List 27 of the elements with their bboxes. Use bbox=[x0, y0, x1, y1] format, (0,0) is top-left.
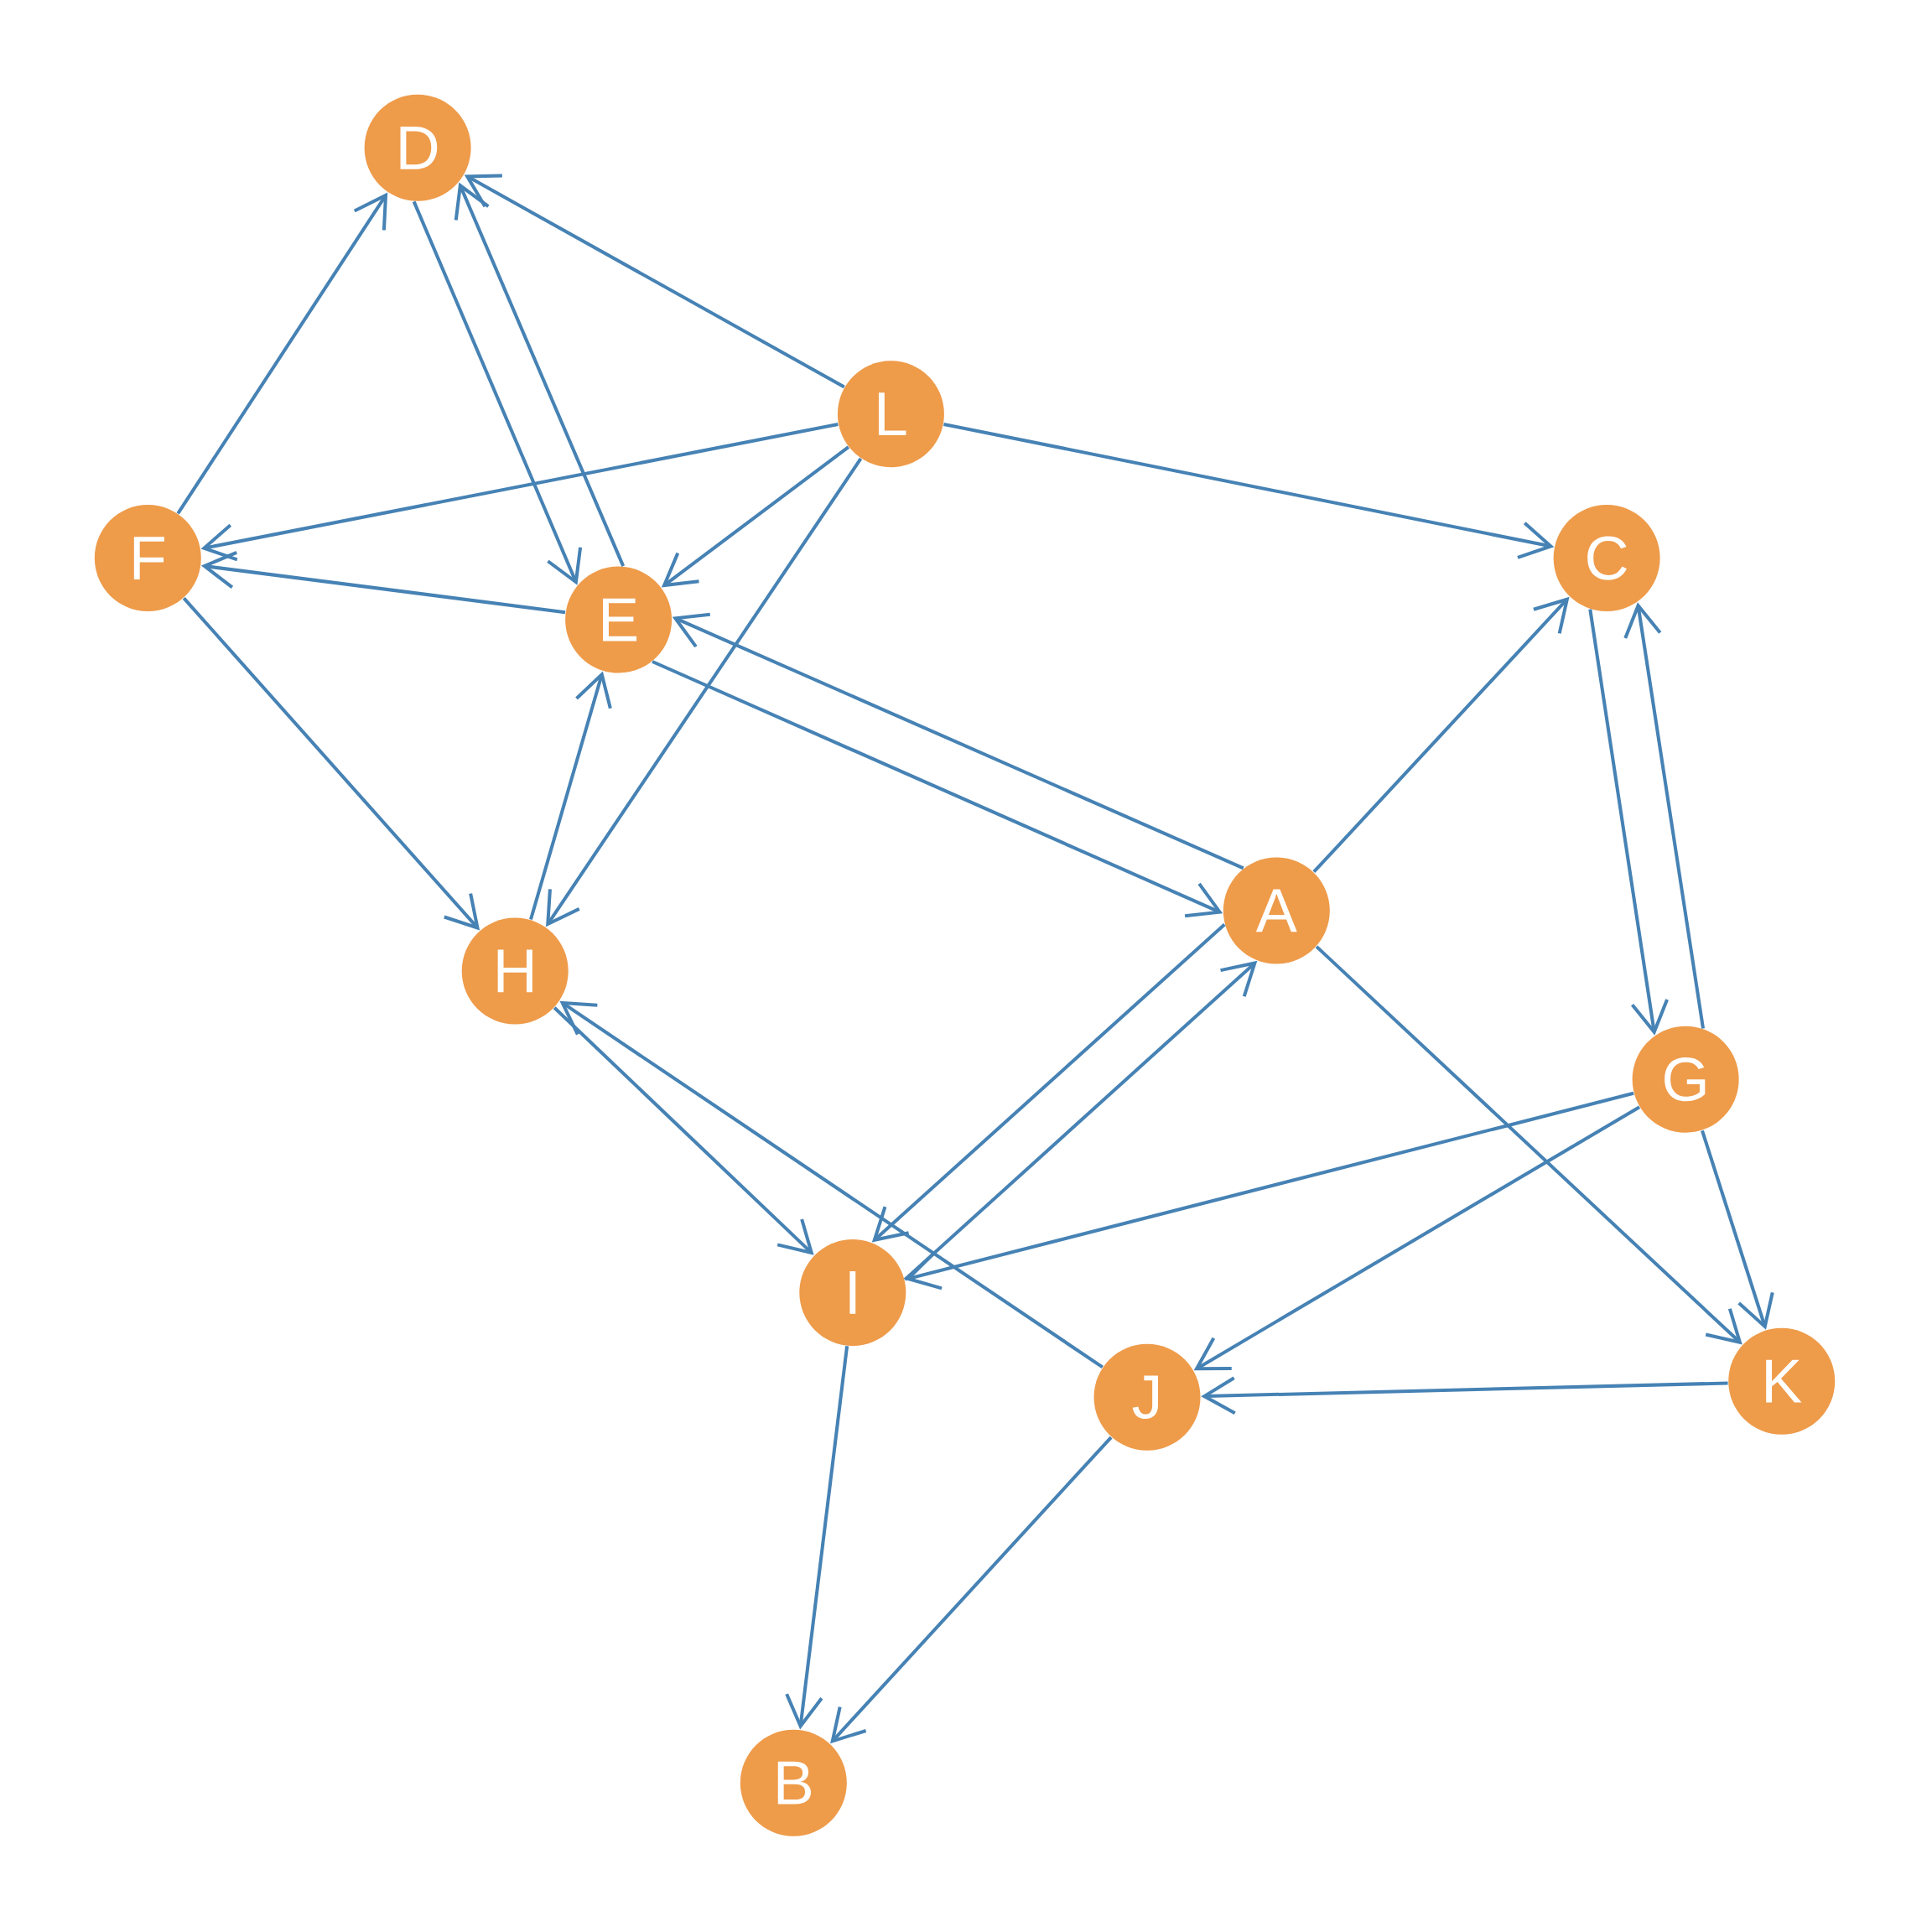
arrow bbox=[1312, 596, 1570, 874]
arrow bbox=[830, 1436, 1113, 1744]
arrow bbox=[546, 457, 863, 927]
arrow bbox=[785, 1346, 849, 1730]
arrow bbox=[1623, 602, 1706, 1029]
arrow bbox=[200, 422, 839, 562]
arrow bbox=[672, 612, 1244, 870]
arrow bbox=[529, 671, 612, 921]
arrow bbox=[176, 192, 388, 515]
arrow bbox=[1701, 1130, 1774, 1330]
arrow bbox=[412, 200, 583, 585]
arrow bbox=[454, 182, 626, 567]
arrow bbox=[553, 1006, 814, 1255]
arrow bbox=[905, 1091, 1634, 1291]
arrow bbox=[559, 1000, 1104, 1369]
arrow bbox=[903, 960, 1258, 1281]
arrow bbox=[1588, 609, 1669, 1036]
arrow bbox=[182, 596, 480, 931]
arrow bbox=[871, 923, 1226, 1243]
arrow bbox=[200, 550, 566, 615]
arrow bbox=[661, 445, 850, 588]
arrow bbox=[1201, 1376, 1728, 1415]
arrow bbox=[464, 174, 845, 389]
arrow bbox=[1193, 1105, 1641, 1371]
arrow bbox=[1315, 945, 1742, 1345]
arrow bbox=[652, 660, 1223, 918]
arrow bbox=[943, 422, 1555, 559]
